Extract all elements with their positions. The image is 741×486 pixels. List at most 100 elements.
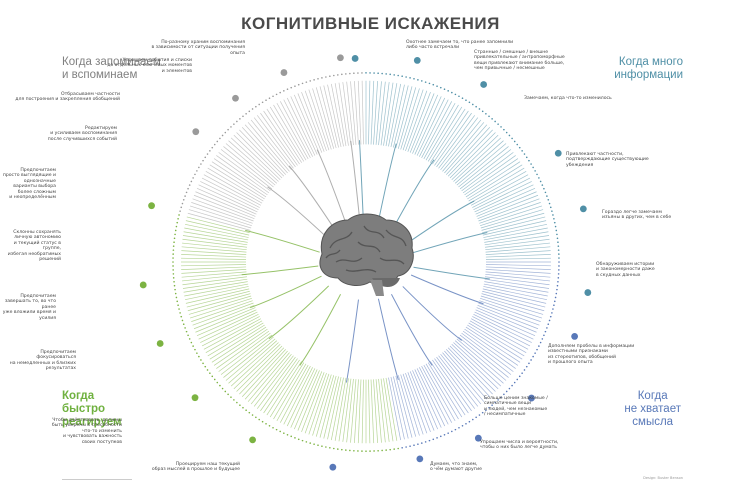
- category-dot: [584, 289, 592, 296]
- bias-entry-line: [334, 83, 347, 147]
- bias-entry-line: [244, 124, 288, 174]
- bias-entry-line: [198, 311, 258, 340]
- bias-entry-line: [468, 322, 525, 357]
- bias-tick: [172, 277, 175, 279]
- bias-entry-line: [456, 338, 507, 381]
- bias-tick: [525, 365, 528, 368]
- bias-tick: [557, 277, 560, 279]
- bias-tick: [174, 229, 177, 232]
- bias-tick: [549, 206, 552, 209]
- bias-entry-line: [181, 254, 247, 258]
- bias-entry-line: [230, 137, 279, 182]
- bias-entry-line: [181, 271, 247, 278]
- bias-tick: [523, 153, 526, 155]
- category-branch: [391, 159, 435, 231]
- bias-tick: [216, 381, 219, 384]
- bias-tick: [221, 134, 224, 137]
- bias-entry-line: [425, 104, 459, 161]
- bias-entry-line: [290, 369, 318, 428]
- bias-entry-line: [440, 119, 482, 171]
- bias-tick: [172, 257, 174, 259]
- bias-tick: [325, 76, 327, 78]
- bias-entry-line: [405, 372, 428, 434]
- bias-tick: [491, 404, 493, 406]
- bias-tick: [261, 101, 264, 104]
- bias-entry-line: [467, 164, 523, 200]
- bias-spokes: [181, 80, 551, 444]
- bias-entry-line: [319, 86, 337, 149]
- bias-entry-line: [181, 264, 247, 267]
- bias-entry-line: [483, 286, 548, 301]
- bias-entry-line: [485, 266, 551, 270]
- bias-entry-line: [430, 361, 466, 416]
- bias-entry-line: [482, 220, 547, 236]
- bias-entry-line: [464, 328, 519, 366]
- bias-entry-line: [211, 161, 267, 198]
- bias-entry-line: [478, 198, 540, 222]
- category-dot: [528, 394, 535, 402]
- bias-tick: [187, 187, 189, 190]
- bias-tick: [497, 123, 499, 125]
- bias-tick: [213, 143, 216, 146]
- bias-entry-line: [293, 94, 320, 154]
- bias-entry-line: [477, 194, 539, 220]
- bias-tick: [558, 257, 560, 259]
- bias-tick: [294, 85, 296, 87]
- bias-tick: [554, 296, 557, 299]
- bias-entry-line: [304, 90, 327, 152]
- bias-tick: [255, 105, 257, 108]
- category-label: Упрощаем события и списки до отдельных к…: [107, 58, 192, 74]
- bias-entry-line: [286, 97, 316, 156]
- bias-tick: [556, 237, 559, 240]
- bias-tick: [301, 82, 304, 85]
- bias-entry-line: [485, 271, 551, 278]
- bias-tick: [268, 425, 271, 427]
- bias-entry-line: [346, 378, 354, 443]
- bias-tick: [357, 72, 359, 74]
- category-dot: [329, 463, 337, 471]
- bias-entry-line: [247, 122, 290, 172]
- bias-tick: [211, 146, 214, 149]
- bias-entry-line: [315, 375, 335, 437]
- bias-entry-line: [312, 88, 332, 150]
- bias-tick: [553, 300, 556, 303]
- bias-entry-line: [195, 191, 256, 217]
- bias-tick: [534, 170, 536, 172]
- bias-entry-line: [198, 184, 258, 213]
- bias-tick: [521, 150, 523, 152]
- bias-entry-line: [225, 143, 276, 186]
- bias-tick: [497, 399, 499, 401]
- bias-entry-line: [188, 209, 252, 229]
- bias-entry-line: [189, 298, 252, 319]
- category-dot: [351, 55, 359, 62]
- bias-tick: [547, 323, 550, 326]
- quadrant-label-meaning: Когда не хватает смысла: [624, 390, 681, 428]
- bias-entry-line: [425, 363, 459, 420]
- bias-tick: [204, 156, 207, 159]
- bias-entry-line: [412, 370, 439, 430]
- bias-tick: [505, 131, 508, 134]
- bias-tick: [230, 396, 232, 398]
- bias-entry-line: [350, 81, 357, 145]
- bias-tick: [536, 173, 538, 176]
- bias-tick: [393, 448, 395, 450]
- bias-entry-line: [453, 137, 502, 182]
- bias-entry-line: [200, 181, 259, 211]
- bias-entry-line: [181, 273, 247, 282]
- bias-entry-line: [250, 353, 292, 405]
- bias-entry-line: [350, 379, 357, 443]
- bias-entry-line: [195, 307, 256, 333]
- bias-entry-line: [357, 379, 362, 444]
- bias-tick: [227, 128, 229, 131]
- bias-tick: [518, 375, 521, 378]
- bias-entry-line: [462, 155, 516, 194]
- brain-icon: [319, 213, 414, 296]
- bias-entry-line: [461, 332, 514, 372]
- category-label: По-разному храним воспоминания в зависим…: [151, 40, 245, 56]
- category-branch: [345, 299, 359, 383]
- bias-entry-line: [191, 300, 253, 322]
- footer-credit: Design: Buster Benson: [643, 476, 683, 480]
- bias-entry-line: [480, 205, 543, 226]
- category-dot: [148, 202, 155, 210]
- bias-entry-line: [236, 345, 283, 392]
